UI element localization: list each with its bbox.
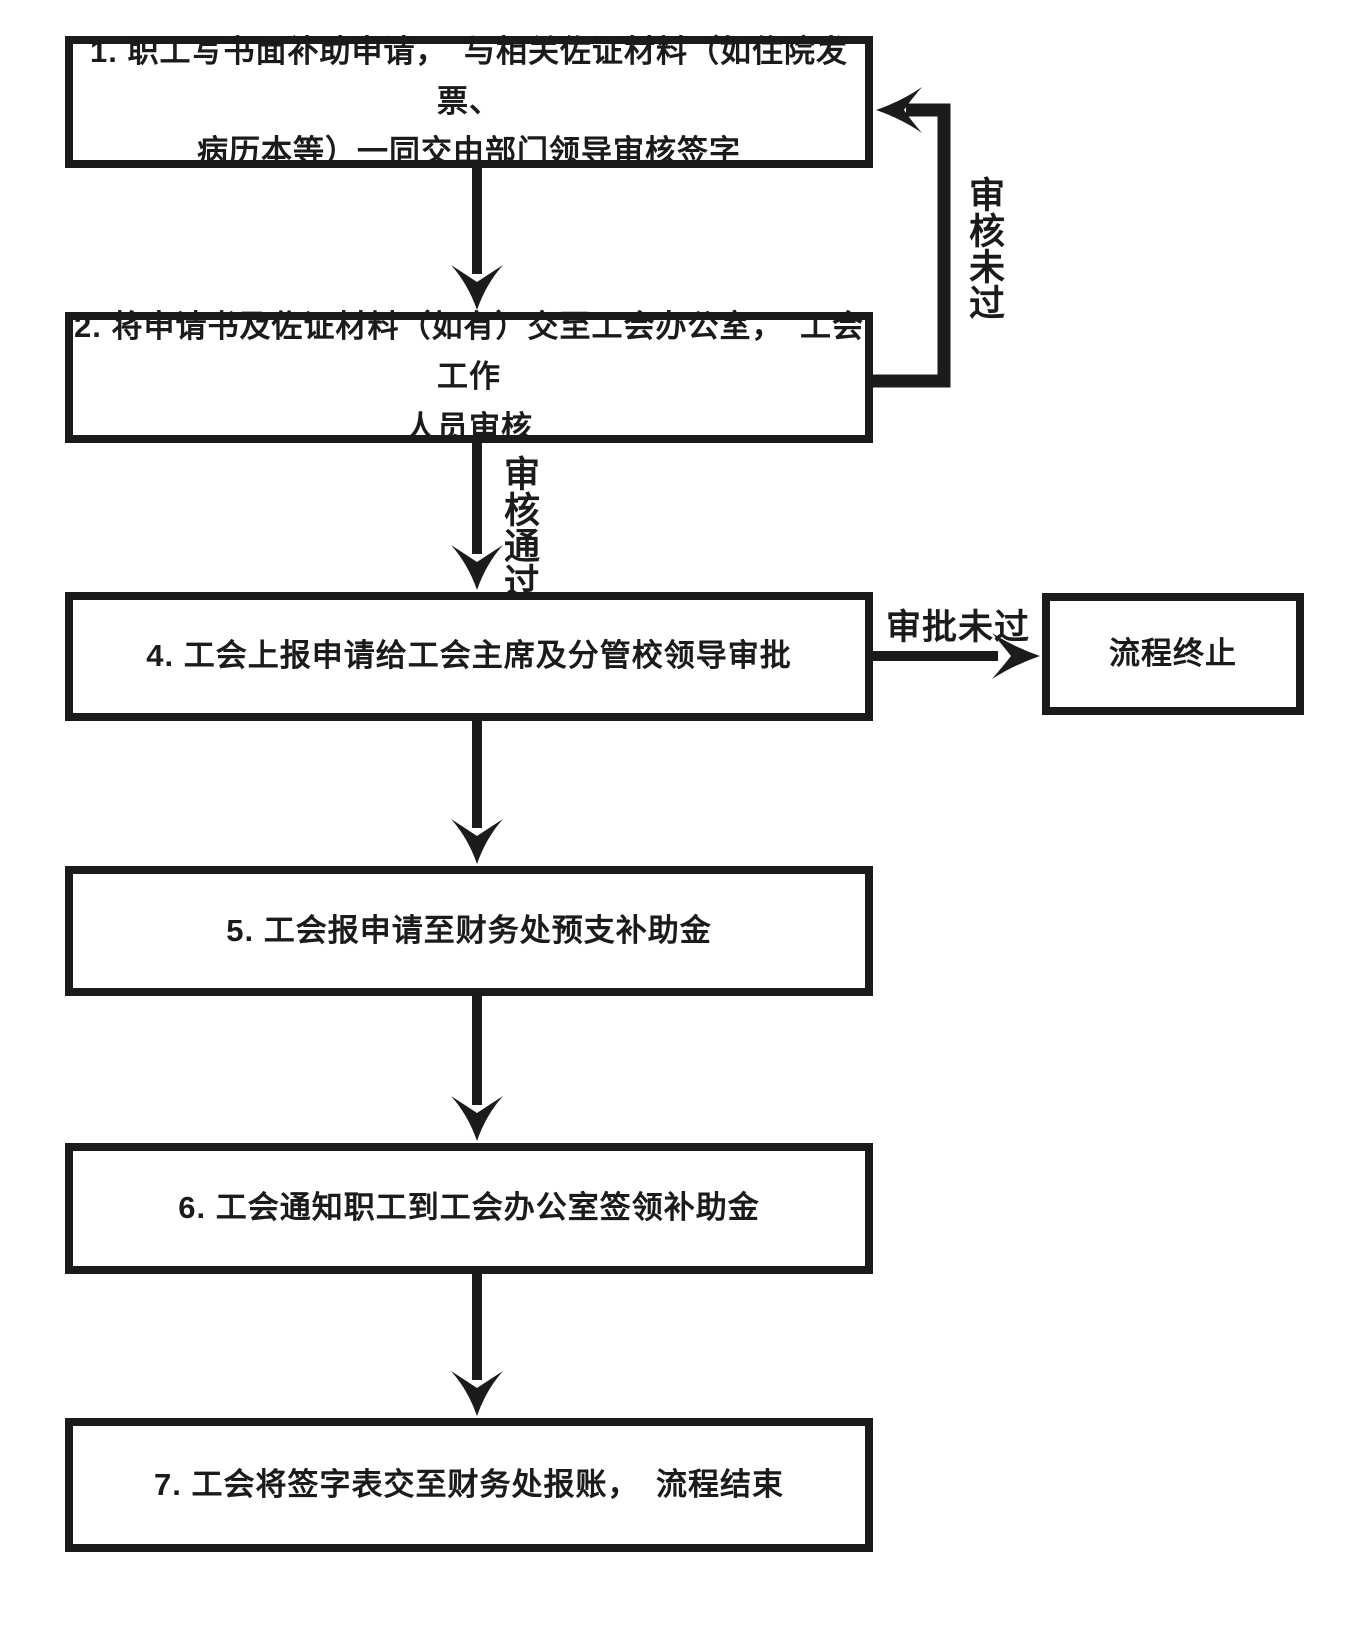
arrow-step1-to-step2 <box>451 160 503 310</box>
arrow-step4-to-terminate <box>871 633 1040 679</box>
node-step5: 5. 工会报申请至财务处预支补助金 <box>65 866 873 996</box>
node-step7-text: 7. 工会将签字表交至财务处报账， 流程结束 <box>154 1466 784 1502</box>
edge-label-review-not-passed: 审核未过 <box>964 176 1005 320</box>
arrow-step2-back-to-step1 <box>871 87 951 388</box>
node-step6: 6. 工会通知职工到工会办公室签领补助金 <box>65 1143 873 1274</box>
node-terminate: 流程终止 <box>1042 593 1304 715</box>
node-step2-text-line2: 人员审核 <box>405 409 533 445</box>
arrow-step2-to-step4 <box>451 440 503 590</box>
node-step4: 4. 工会上报申请给工会主席及分管校领导审批 <box>65 592 873 721</box>
node-step1: 1. 职工写书面补助申请， 与相关佐证材料（如住院发票、 病历本等）一同交由部门… <box>65 34 873 169</box>
edge-label-review-passed: 审核通过 <box>499 455 540 599</box>
node-step5-text: 5. 工会报申请至财务处预支补助金 <box>226 912 712 948</box>
node-step7: 7. 工会将签字表交至财务处报账， 流程结束 <box>65 1418 873 1552</box>
node-step2-text-line1: 2. 将申请书及佐证材料（如有）交至工会办公室， 工会工作 <box>74 309 864 395</box>
node-terminate-text: 流程终止 <box>1109 635 1237 671</box>
arrow-step6-to-step7 <box>451 1271 503 1416</box>
node-step1-text-line1: 1. 职工写书面补助申请， 与相关佐证材料（如住院发票、 <box>90 33 848 119</box>
node-step2: 2. 将申请书及佐证材料（如有）交至工会办公室， 工会工作 人员审核 <box>65 309 873 445</box>
arrow-step4-to-step5 <box>451 718 503 864</box>
arrow-step5-to-step6 <box>451 993 503 1141</box>
node-step4-text: 4. 工会上报申请给工会主席及分管校领导审批 <box>146 638 792 674</box>
node-step6-text: 6. 工会通知职工到工会办公室签领补助金 <box>178 1190 760 1226</box>
node-step1-text-line2: 病历本等）一同交由部门领导审核签字 <box>197 134 741 170</box>
edge-label-approval-not-passed: 审批未过 <box>886 608 1031 647</box>
